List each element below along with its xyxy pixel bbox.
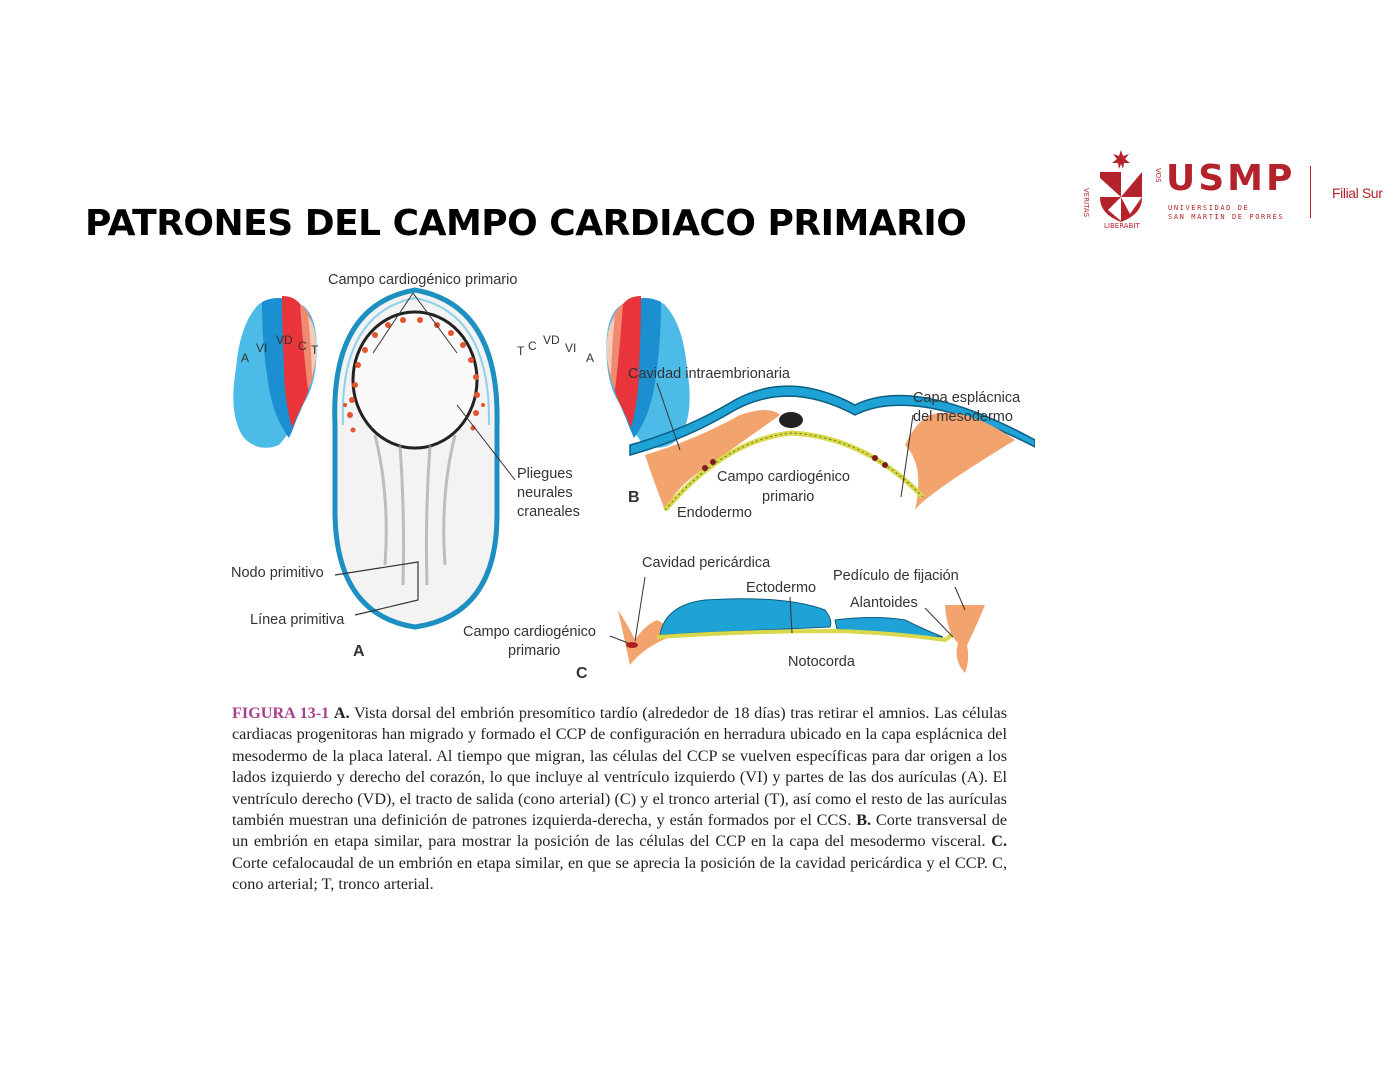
label-notochord: Notocorda xyxy=(788,654,855,670)
heart-right-a: A xyxy=(586,351,595,365)
caption-c-text: Corte cefalocaudal de un embrión en etap… xyxy=(232,853,1007,894)
embryo-dorsal-view xyxy=(332,287,516,630)
slide-title: PATRONES DEL CAMPO CARDIACO PRIMARIO xyxy=(85,203,967,244)
panel-letter-c: C xyxy=(576,665,588,682)
sagittal-section-c xyxy=(609,576,985,673)
label-connecting-stalk: Pedículo de fijación xyxy=(833,568,959,584)
cross-section-b xyxy=(629,382,1035,512)
label-neural-folds-3: craneales xyxy=(517,504,580,520)
logo-divider xyxy=(1310,166,1311,218)
label-ccp-b-1: Campo cardiogénico xyxy=(717,469,850,485)
logo-line2: SAN MARTÍN DE PORRES xyxy=(1168,213,1285,221)
label-ccp-c-2: primario xyxy=(508,643,561,659)
svg-text:VOS: VOS xyxy=(1154,168,1162,183)
logo-acronym: USMP xyxy=(1166,158,1296,199)
label-ccp-b-2: primario xyxy=(762,489,815,505)
label-endoderm: Endodermo xyxy=(677,505,752,521)
caption-a-text: Vista dorsal del embrión presomítico tar… xyxy=(232,704,1007,830)
figure-13-1: Campo cardiogénico primario A VI VD C T … xyxy=(225,265,1035,695)
caption-b-label: B. xyxy=(856,811,872,830)
panel-letter-a: A xyxy=(353,643,365,660)
caption-b-text: Corte transversal de un embrión en etapa… xyxy=(232,811,1008,851)
embryo-illustration xyxy=(233,287,1035,673)
usmp-shield-icon: VERITAS VOS LIBERABIT xyxy=(1082,150,1162,230)
label-ccp-c-1: Campo cardiogénico xyxy=(463,624,596,640)
panel-letter-b: B xyxy=(628,489,640,506)
label-pericardial-cavity: Cavidad pericárdica xyxy=(642,555,771,571)
label-ccp-top: Campo cardiogénico primario xyxy=(328,272,518,288)
label-primitive-streak: Línea primitiva xyxy=(250,612,345,628)
usmp-logo: VERITAS VOS LIBERABIT USMP UNIVERSIDAD D… xyxy=(1078,148,1397,232)
label-primitive-node: Nodo primitivo xyxy=(231,565,324,581)
figure-caption: FIGURA 13-1 A. Vista dorsal del embrión … xyxy=(232,703,1007,896)
heart-pattern-right xyxy=(606,296,690,448)
label-splanchnic-2: del mesodermo xyxy=(913,409,1013,425)
heart-left-vi: VI xyxy=(256,341,268,355)
svg-text:VERITAS: VERITAS xyxy=(1082,188,1090,218)
logo-line1: UNIVERSIDAD DE xyxy=(1168,204,1250,212)
caption-a-label: A. xyxy=(333,704,350,722)
label-neural-folds-2: neurales xyxy=(517,485,573,501)
heart-pattern-left xyxy=(233,296,317,448)
heart-left-t: T xyxy=(311,343,319,357)
heart-right-c: C xyxy=(528,339,537,353)
heart-right-t: T xyxy=(517,344,525,358)
logo-branch: Filial Sur xyxy=(1332,185,1383,201)
label-intraembryonic-cavity: Cavidad intraembrionaria xyxy=(628,366,790,382)
label-splanchnic-1: Capa esplácnica xyxy=(913,390,1021,406)
heart-left-a: A xyxy=(241,351,250,365)
caption-figure-label: FIGURA 13-1 xyxy=(232,704,330,722)
label-allantois: Alantoides xyxy=(850,595,918,611)
heart-right-vi: VI xyxy=(565,341,577,355)
heart-left-c: C xyxy=(298,339,307,353)
label-neural-folds-1: Pliegues xyxy=(517,466,573,482)
caption-c-label: C. xyxy=(991,832,1007,851)
svg-text:LIBERABIT: LIBERABIT xyxy=(1104,222,1140,230)
heart-right-vd: VD xyxy=(543,333,560,347)
heart-left-vd: VD xyxy=(276,333,293,347)
label-ectoderm: Ectodermo xyxy=(746,580,817,596)
